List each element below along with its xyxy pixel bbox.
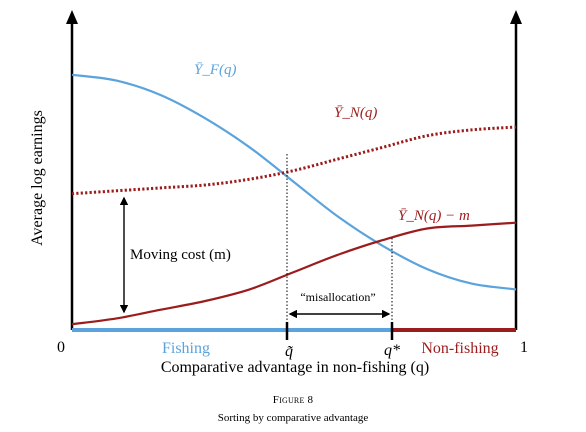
moving-cost-label: Moving cost (m) (130, 247, 231, 263)
misallocation-label: “misallocation” (300, 290, 375, 304)
yf-label: Ȳ_F(q) (194, 62, 237, 78)
yn-minus-m-curve (71, 221, 517, 326)
right-axis-arrowhead (510, 10, 522, 24)
q-star-label: q* (384, 342, 400, 359)
x-min-label: 0 (57, 339, 65, 356)
fishing-region-label: Fishing (162, 340, 210, 357)
y-axis-label: Average log earnings (29, 110, 46, 246)
yf-curve (71, 73, 517, 291)
figure-caption: Sorting by comparative advantage (217, 412, 369, 424)
figure-number: Figure 8 (272, 394, 314, 406)
x-axis-label: Comparative advantage in non-fishing (q) (161, 359, 429, 376)
yn-label: Ȳ_N(q) (334, 105, 377, 121)
q-tilde-label: q̃ (285, 343, 294, 360)
yn-dotted-curve (71, 125, 517, 196)
non-fishing-region-label: Non-fishing (421, 340, 498, 357)
yn-minus-m-label: Ȳ_N(q) − m (398, 208, 470, 224)
left-axis-arrowhead (66, 10, 78, 24)
x-max-label: 1 (520, 339, 528, 356)
